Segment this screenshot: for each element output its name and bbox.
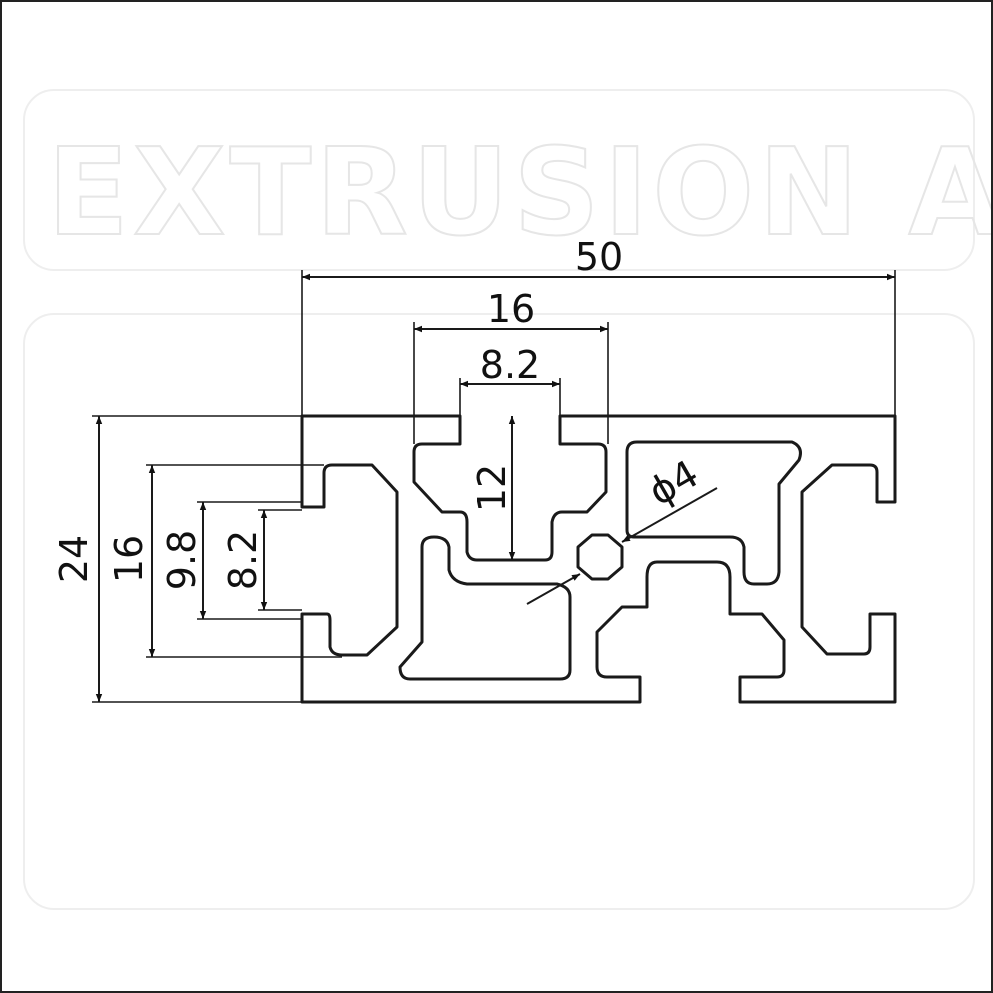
dim-top-slot-opening: 8.2 [459,343,561,416]
profile-outline [300,414,897,704]
svg-text:16: 16 [107,535,151,583]
svg-text:50: 50 [575,235,623,279]
svg-text:8.2: 8.2 [480,343,540,387]
svg-text:24: 24 [52,535,96,583]
dim-side-slot-inner: 9.8 [160,501,302,620]
watermark: EXTRUSION AND [23,89,993,910]
dim-center-hole: ϕ4 [526,451,718,605]
cavity-right [625,440,802,586]
center-hole [576,533,624,581]
svg-text:9.8: 9.8 [160,530,204,590]
svg-text:ϕ4: ϕ4 [641,451,706,514]
dim-overall-height: 24 [52,416,103,702]
dim-overall-width: 50 [301,235,896,507]
cavity-left [398,535,572,681]
svg-text:8.2: 8.2 [221,530,265,590]
watermark-text: EXTRUSION AND [47,124,993,263]
svg-text:12: 12 [470,464,514,512]
dim-side-slot-opening: 8.2 [221,509,302,611]
dim-side-slot-width: 16 [107,464,342,658]
svg-text:16: 16 [487,287,535,331]
dim-top-slot-depth: 12 [470,416,516,560]
dim-top-slot-width: 16 [413,287,609,444]
